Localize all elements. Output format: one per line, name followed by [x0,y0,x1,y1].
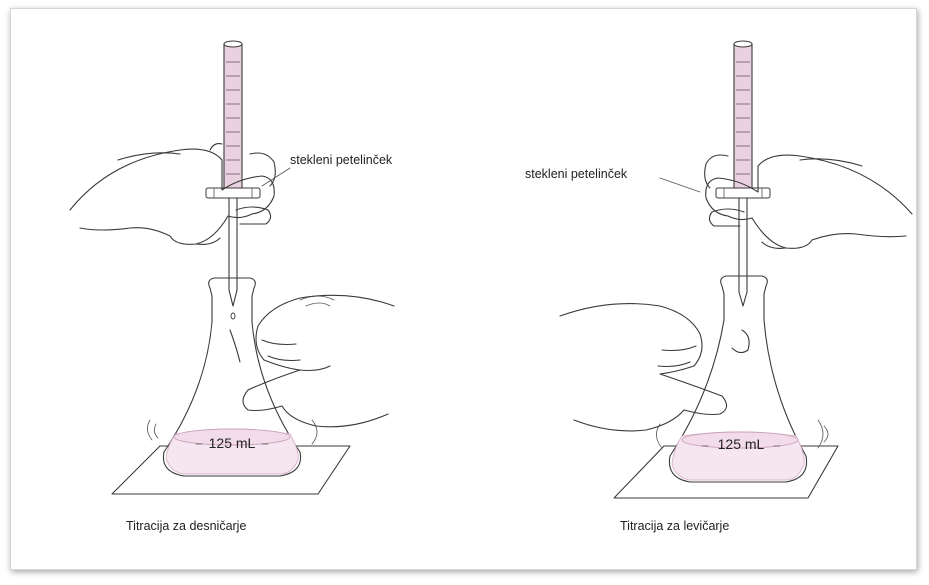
glass-stopcock [206,188,260,198]
swirl-mark [824,426,828,442]
swirl-mark [818,420,823,448]
swirl-mark [154,424,158,438]
leader-line [660,178,700,192]
panel-caption: Titracija za desničarje [126,519,246,533]
right-setup: 125 mL stekleni petelinč [525,41,912,533]
stopcock-label: stekleni petelinček [525,167,628,181]
burette-tube [734,44,752,190]
swirl-mark [300,296,334,300]
flask-volume-label: 125 mL [209,435,256,451]
swirl-mark [312,420,317,444]
glass-stopcock [716,188,770,198]
burette-tip [739,198,747,306]
burette-tip [229,198,237,306]
left-hand-on-flask [560,304,727,431]
stopcock-label: stekleni petelinček [290,153,393,167]
swirl-mark [147,420,152,440]
flask-volume-label: 125 mL [718,436,765,452]
panel-caption: Titracija za levičarje [620,519,729,533]
swirl-mark [306,303,330,306]
burette-tube [224,44,242,190]
right-hand-on-flask [243,295,394,426]
swirl-mark [656,424,662,448]
drop [231,313,235,319]
left-setup: 125 mL [70,41,394,533]
